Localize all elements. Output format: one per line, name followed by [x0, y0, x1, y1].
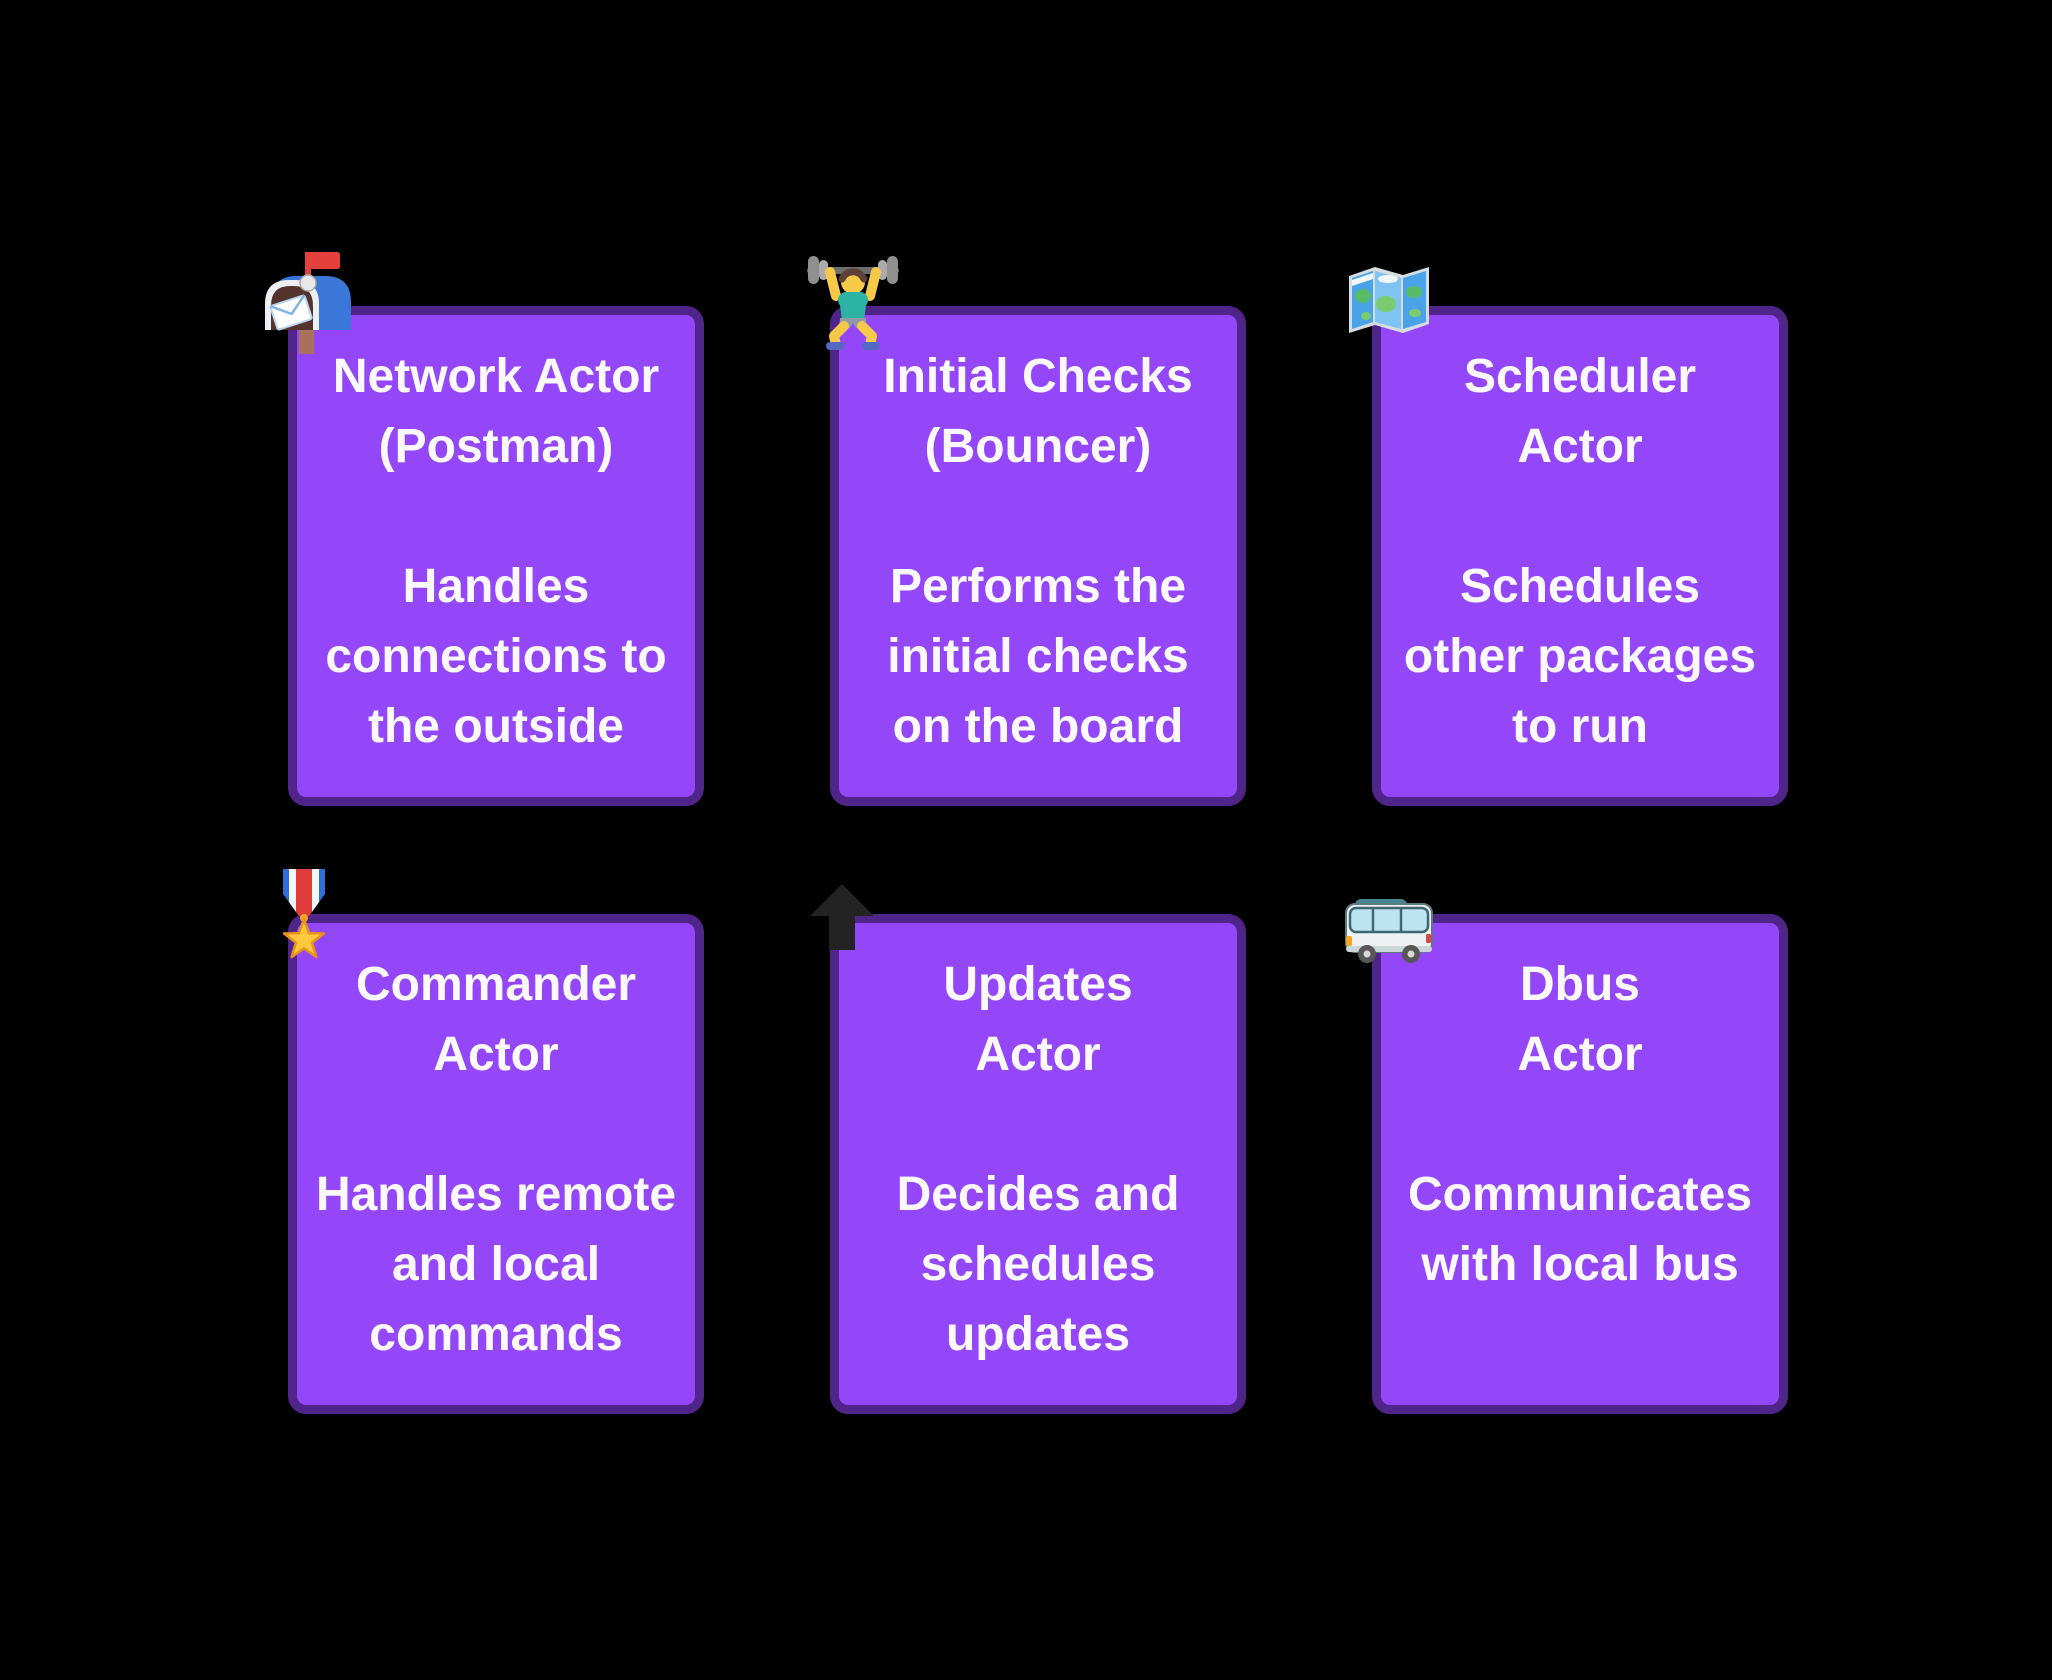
card-body: Communicates with local bus	[1407, 1168, 1753, 1291]
card-commander-actor: Commander Actor Handles remote and local…	[282, 869, 704, 1414]
card-body: Performs the initial checks on the board	[887, 560, 1189, 753]
card-scheduler-actor: Scheduler Actor Schedules other packages…	[1349, 267, 1788, 806]
card-updates-actor: Updates Actor Decides and schedules upda…	[810, 884, 1246, 1414]
card-title: Updates Actor	[943, 958, 1133, 1081]
card-title: Network Actor (Postman)	[332, 350, 660, 473]
military-medal-icon	[278, 868, 330, 964]
world-map-icon	[1346, 264, 1432, 336]
weightlifter-icon	[806, 254, 900, 350]
card-title: Initial Checks (Bouncer)	[883, 350, 1193, 473]
card-title: Scheduler Actor	[1463, 350, 1697, 473]
card-body: Handles connections to the outside	[325, 560, 667, 753]
card-network-actor: Network Actor (Postman) Handles connecti…	[265, 252, 704, 806]
arrow-up-icon	[806, 884, 878, 950]
card-dbus-actor: Dbus Actor Communicates with local bus	[1345, 899, 1788, 1414]
card-body: Schedules other packages to run	[1403, 560, 1757, 753]
card-initial-checks: Initial Checks (Bouncer) Performs the in…	[807, 256, 1246, 806]
mailbox-icon	[263, 250, 355, 356]
card-body: Handles remote and local commands	[315, 1168, 677, 1361]
minibus-icon	[1345, 898, 1433, 964]
card-title: Commander Actor	[355, 958, 637, 1081]
card-title: Dbus Actor	[1517, 958, 1643, 1081]
card-body: Decides and schedules updates	[896, 1168, 1180, 1361]
